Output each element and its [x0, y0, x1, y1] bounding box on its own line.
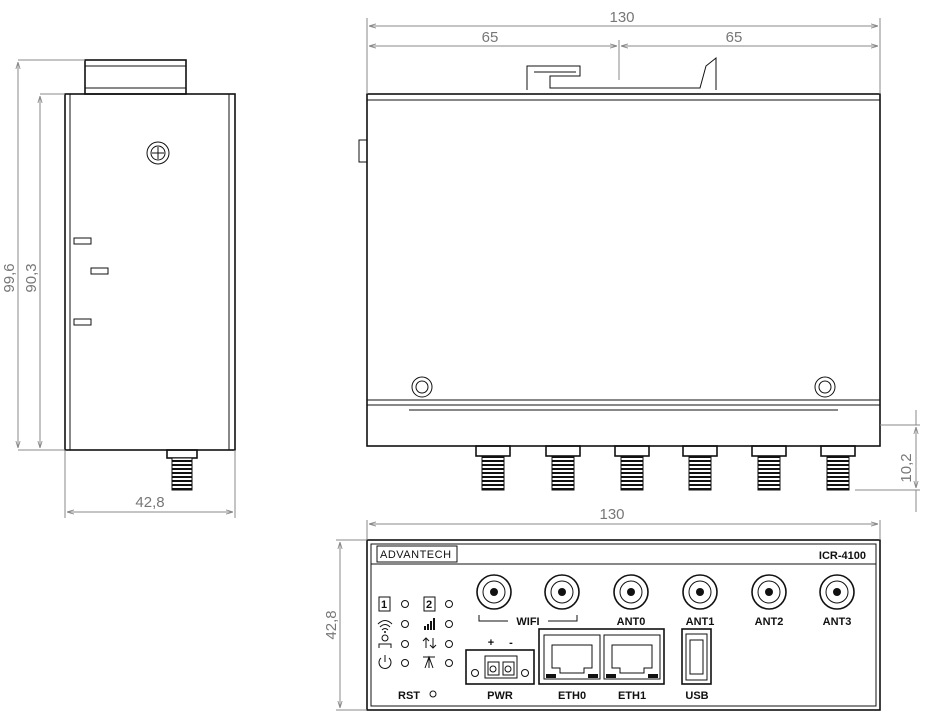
antenna-connector-ant3: [819, 574, 855, 610]
user-icon: [378, 634, 392, 648]
signal-icon: [424, 618, 435, 630]
power-icon: [378, 655, 392, 669]
rst-label: RST: [398, 690, 420, 702]
screw-icon: [411, 376, 433, 398]
dim-top-width: 130: [609, 9, 634, 26]
ant1-label: ANT1: [686, 616, 715, 628]
wifi-icon: [377, 620, 393, 633]
screw-icon: [146, 141, 170, 165]
antenna-connector-wifi-1: [476, 574, 512, 610]
top-view: [358, 56, 881, 491]
side-dimensions: 99,6 90,3 42,8: [1, 59, 236, 518]
antenna-connector-ant2: [751, 574, 787, 610]
pwr-plus-label: +: [488, 637, 494, 649]
sim1-icon-label: 1: [381, 599, 387, 611]
led-panel: 1 2: [377, 596, 453, 669]
eth0-label: ETH0: [558, 690, 586, 702]
screw-icon: [814, 376, 836, 398]
antenna-connector-ant1: [682, 574, 718, 610]
power-connector: [465, 649, 535, 685]
side-view: [64, 59, 236, 491]
usb-port: [681, 628, 712, 685]
dim-top-half-left: 65: [482, 29, 499, 46]
ant2-label: ANT2: [755, 616, 784, 628]
dim-top-half-right: 65: [726, 29, 743, 46]
ethernet-ports: [538, 628, 665, 685]
transfer-icon: [422, 637, 437, 649]
dim-front-height: 42,8: [323, 610, 340, 639]
antenna-connector-ant0: [613, 574, 649, 610]
reset-button: [429, 690, 437, 698]
front-antenna-connectors: [476, 574, 855, 610]
ant0-label: ANT0: [617, 616, 646, 628]
dim-side-width: 42,8: [135, 494, 164, 511]
pwr-minus-label: -: [509, 637, 513, 649]
top-dimensions: 130 65 65 10,2: [366, 9, 920, 512]
dim-front-width: 130: [599, 506, 624, 523]
antenna-connector-wifi-2: [544, 574, 580, 610]
dim-antenna-height: 10,2: [898, 453, 915, 482]
brand-logo-text: ADVANTECH: [380, 549, 452, 561]
front-view: ADVANTECH ICR-4100 WIFI ANT0 ANT1 ANT2 A…: [366, 539, 881, 711]
dim-side-height-body: 90,3: [23, 263, 40, 292]
usb-label: USB: [685, 690, 708, 702]
ant3-label: ANT3: [823, 616, 852, 628]
model-label: ICR-4100: [819, 550, 866, 562]
antenna-icon: [423, 655, 435, 669]
wifi-label: WIFI: [516, 616, 539, 628]
top-antenna-connectors: [475, 445, 856, 491]
dim-side-height-total: 99,6: [1, 263, 18, 292]
sim2-icon-label: 2: [426, 599, 432, 611]
eth1-label: ETH1: [618, 690, 646, 702]
front-dimensions: 130 42,8: [323, 506, 881, 711]
pwr-label: PWR: [487, 690, 513, 702]
